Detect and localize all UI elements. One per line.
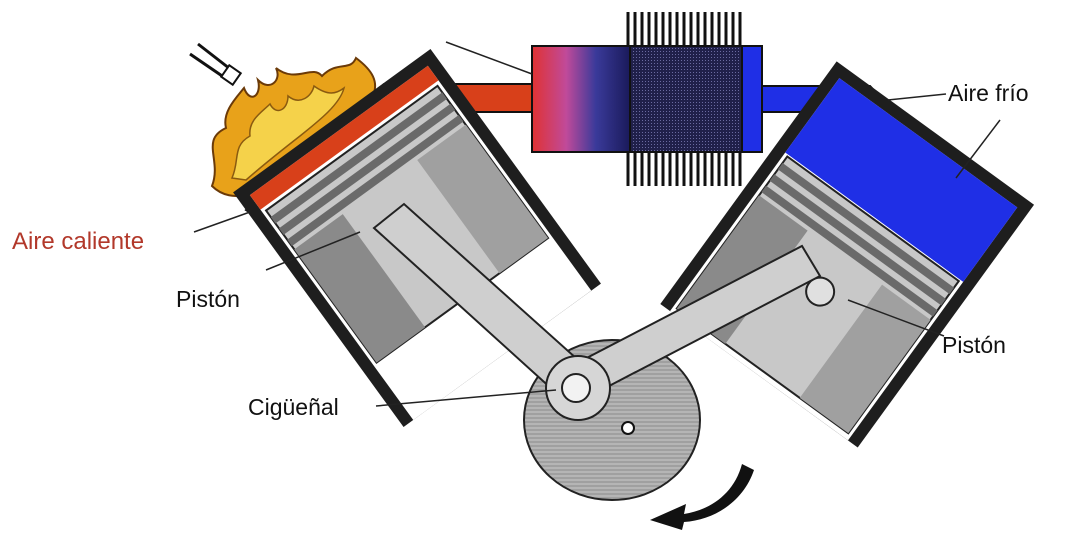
regenerator-mesh [629, 45, 743, 153]
regenerator-cold-end [741, 45, 763, 153]
leader-crankshaft [375, 389, 557, 407]
regenerator-hot-section [531, 45, 631, 153]
crank-center [621, 421, 635, 435]
leader-piston-left [265, 231, 361, 271]
label-cold-air: Aire frío [948, 80, 1029, 106]
leader-regenerator [445, 41, 533, 75]
leader-hot-air [193, 211, 251, 233]
label-hot-air: Aire caliente [12, 228, 145, 255]
spark-plug-icon [189, 42, 243, 87]
label-piston-left: Pistón [176, 286, 240, 312]
leader-lines [193, 41, 1001, 407]
leader-cold-air-1 [887, 93, 947, 101]
crank-pin [545, 355, 611, 421]
label-crankshaft: Cigüeñal [248, 394, 339, 420]
right-cylinder [660, 61, 1035, 448]
right-piston [675, 155, 961, 435]
regenerator [531, 12, 763, 186]
leader-piston-right [847, 299, 945, 337]
label-piston-right: Pistón [942, 332, 1006, 358]
leader-cold-air-2 [955, 119, 1001, 179]
rotation-arrow-icon [650, 464, 754, 530]
